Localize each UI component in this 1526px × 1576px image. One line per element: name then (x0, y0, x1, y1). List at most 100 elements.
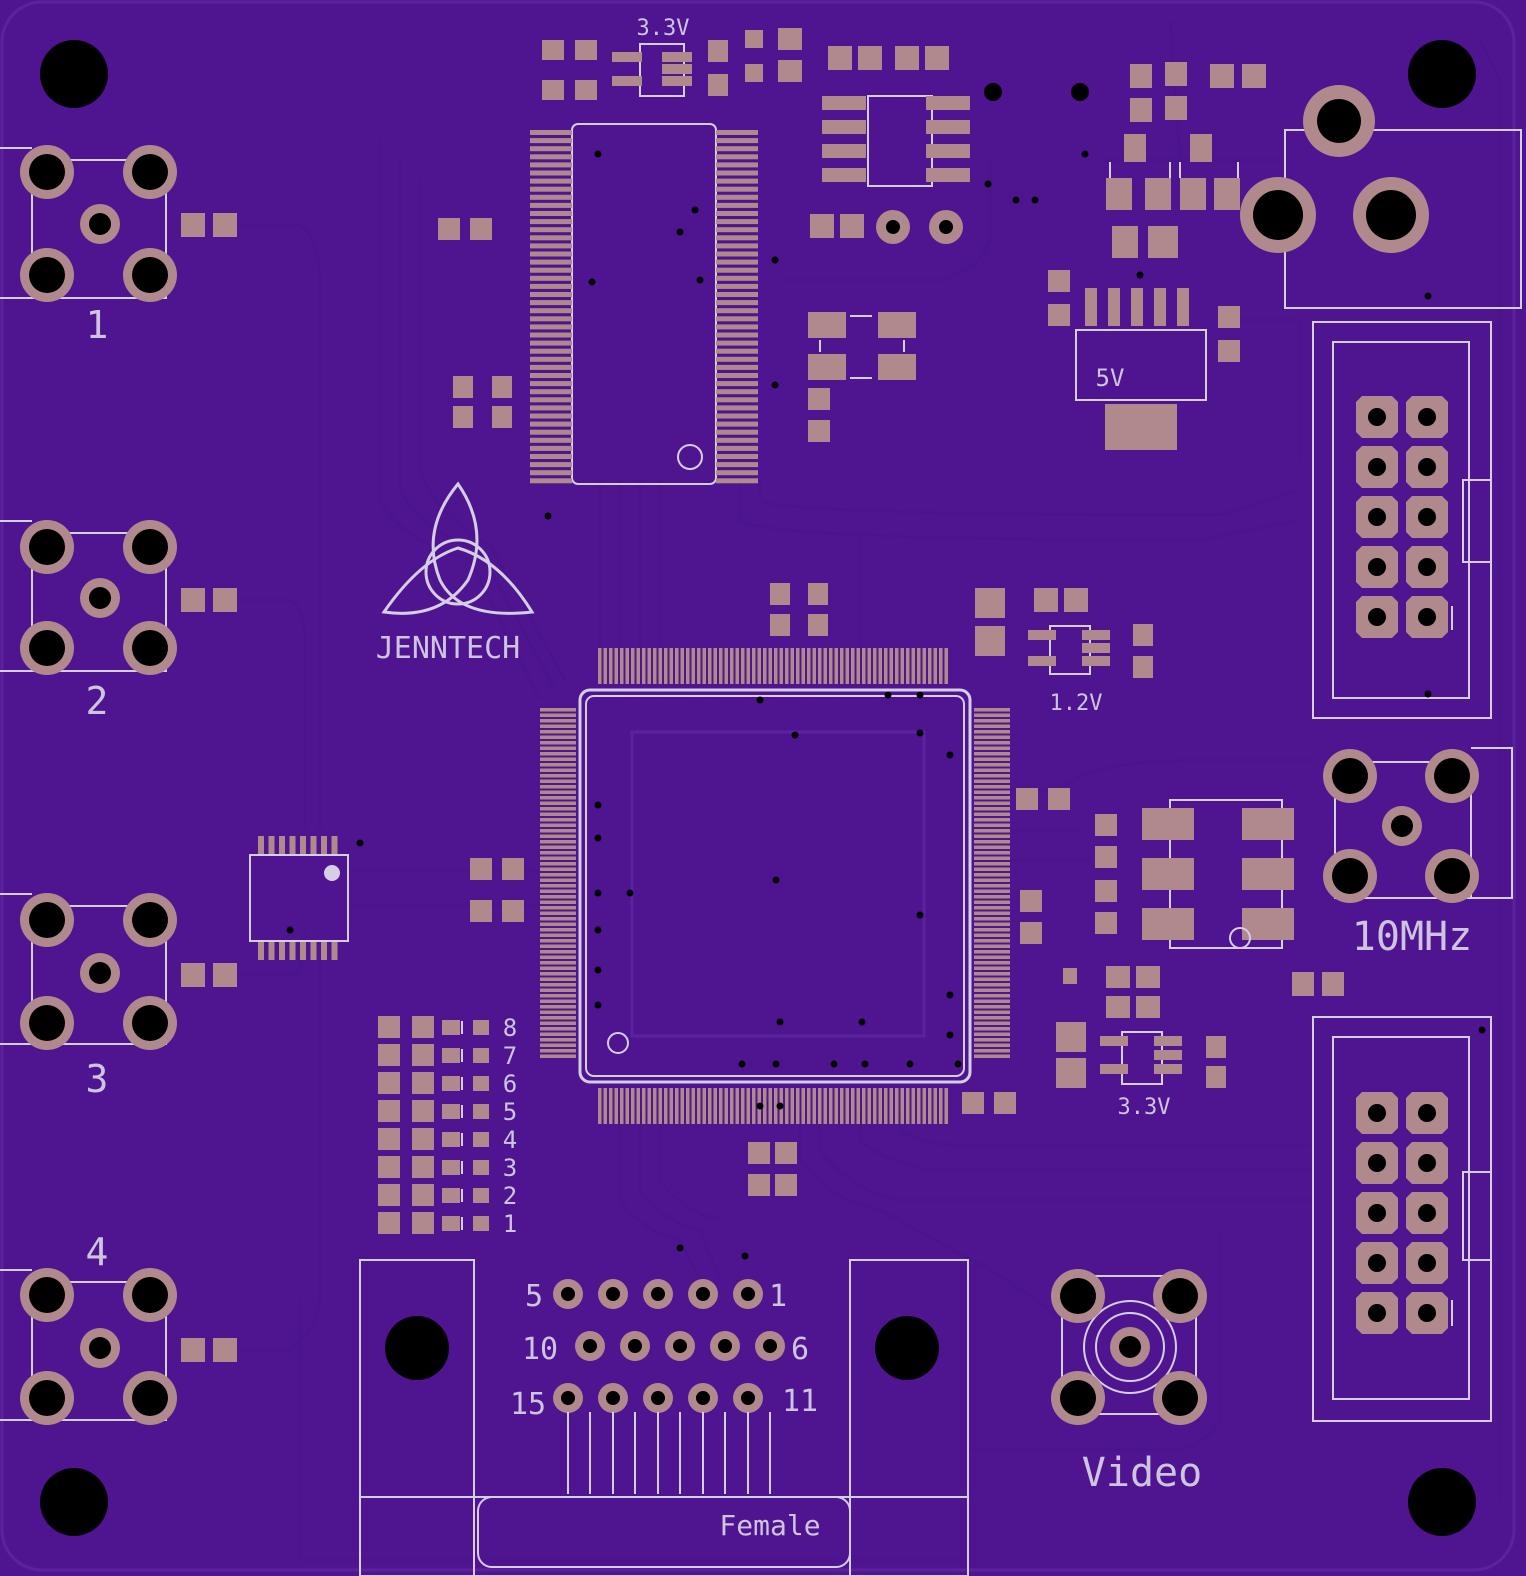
via (772, 876, 780, 884)
ic-pin (540, 922, 576, 926)
ic-pin (790, 1088, 794, 1124)
ic-pin (540, 1005, 576, 1009)
ic-pin (823, 648, 827, 684)
via (946, 991, 954, 999)
ic-pin (530, 178, 572, 184)
ic-pin (741, 648, 745, 684)
ic-pin (716, 405, 758, 411)
ic-pin (716, 397, 758, 403)
header-pin-hole (1418, 458, 1436, 476)
sma-connector-1: 1 (0, 145, 237, 347)
ic-pin (609, 1088, 613, 1124)
ic-pin (974, 823, 1010, 827)
ic-pin (716, 292, 758, 297)
ic-pin (906, 1088, 910, 1124)
ic-pin (530, 138, 572, 144)
via (1136, 271, 1144, 279)
ic-pin (974, 796, 1010, 800)
ic-pin (716, 381, 758, 387)
ic-pin (310, 836, 317, 854)
ic-pin (530, 445, 572, 451)
ic-pin (530, 300, 572, 306)
led-pad (442, 1188, 460, 1203)
osc-label: 10MHz (1352, 914, 1472, 960)
ic-pin (675, 1088, 679, 1124)
ic-pin (812, 648, 816, 684)
ic-pin (716, 421, 758, 427)
ic-pin (540, 1038, 576, 1042)
vga-pin-hole (718, 1339, 732, 1353)
ic-pin (540, 719, 576, 723)
ic-pin (716, 437, 758, 443)
ic-pin (829, 1088, 833, 1124)
ic-pin (974, 878, 1010, 882)
ic-pin (642, 648, 646, 684)
ic-pin (928, 1088, 932, 1124)
ic-pin (540, 889, 576, 893)
ic-pin (540, 763, 576, 767)
ic-pin (974, 988, 1010, 992)
ic-pin (944, 1088, 948, 1124)
header-pin-hole (1368, 1104, 1386, 1122)
ic-pin (713, 648, 717, 684)
vga-pin-5-label: 5 (525, 1279, 543, 1314)
triquetra-icon (381, 481, 535, 615)
via (676, 228, 684, 236)
ic-pin (647, 648, 651, 684)
flash-ic (810, 46, 1089, 244)
ic-pin (540, 779, 576, 783)
via (884, 691, 892, 699)
via (594, 889, 602, 897)
ic-pin (716, 146, 758, 152)
mounting-hole (1408, 40, 1476, 108)
ic-pin (974, 1021, 1010, 1025)
ic-pin (974, 1049, 1010, 1053)
ic-pin (974, 1016, 1010, 1020)
ic-pin (321, 942, 327, 960)
ic-pin (974, 1038, 1010, 1042)
ic-pin (540, 895, 576, 899)
mux-ic (249, 836, 349, 960)
header-pin-hole (1368, 1304, 1386, 1322)
ic-pin (540, 977, 576, 981)
ic-pin (540, 708, 576, 712)
vga-pin-10-label: 10 (522, 1332, 558, 1367)
ic-pin (540, 796, 576, 800)
mounting-hole (1408, 1468, 1476, 1536)
ic-pin (974, 1043, 1010, 1047)
ic-pin (796, 1088, 800, 1124)
via (946, 751, 954, 759)
ic-pin (801, 1088, 805, 1124)
ic-pin (540, 917, 576, 921)
via (916, 729, 924, 737)
ic-pin (939, 648, 943, 684)
via (861, 1060, 869, 1068)
ic-pin (530, 186, 572, 192)
led-resistor-pad (378, 1016, 400, 1038)
ic-pin (530, 154, 572, 160)
ic-pin (974, 790, 1010, 794)
ic-pin (603, 1088, 607, 1124)
ic-pin (974, 752, 1010, 756)
ic-pin (540, 961, 576, 965)
ic-pin (279, 836, 285, 854)
ic-pin (911, 648, 915, 684)
via (916, 691, 924, 699)
led-pad (442, 1076, 460, 1091)
sma-connector-4: 4 (0, 1230, 237, 1425)
ic-pin (530, 316, 572, 322)
ic-pin (530, 429, 572, 435)
ic-pin (801, 648, 805, 684)
ic-pin (540, 845, 576, 849)
ic-pin (774, 648, 778, 684)
ic-pin (974, 818, 1010, 822)
ic-pin (974, 812, 1010, 816)
ic-pin (540, 724, 576, 728)
ic-pin (540, 911, 576, 915)
ic-pin (625, 1088, 629, 1124)
ic-pin (823, 1088, 827, 1124)
led-resistor-pad (412, 1156, 434, 1178)
ic-pin (974, 834, 1010, 838)
ic-pin (653, 1088, 657, 1124)
